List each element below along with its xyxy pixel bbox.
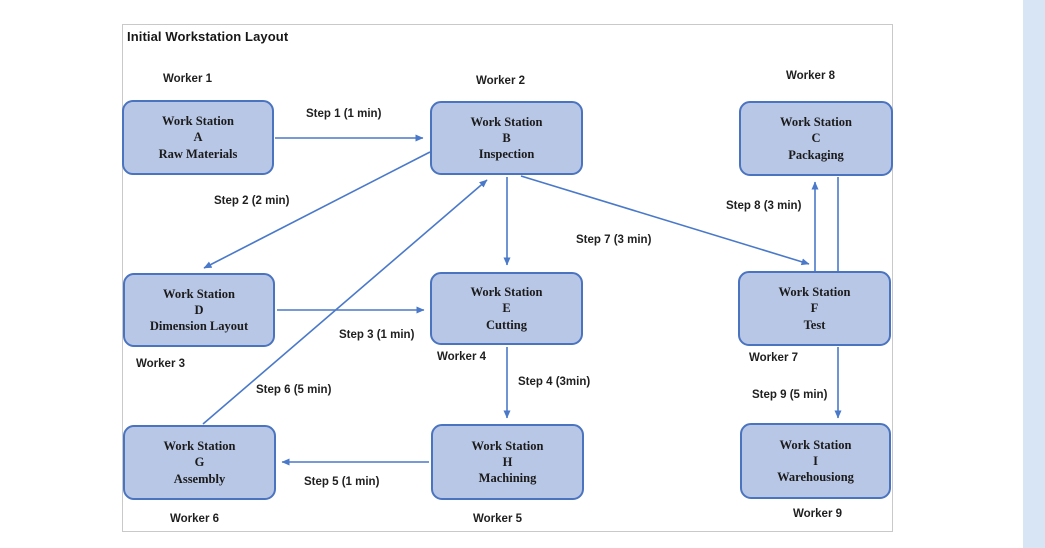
worker-3-label: Worker 3	[136, 358, 186, 370]
worker-8-label: Worker 8	[786, 70, 836, 82]
station-e-box: Work Station E Cutting	[430, 272, 583, 345]
station-b-line3: Inspection	[478, 147, 535, 162]
station-g-line1: Work Station	[163, 439, 236, 454]
worker-1-label: Worker 1	[163, 73, 213, 85]
step-2-label: Step 2 (2 min)	[214, 195, 290, 207]
station-c-line1: Work Station	[780, 115, 852, 130]
station-e-line3: Cutting	[486, 317, 527, 332]
station-g-box: Work Station G Assembly	[123, 425, 276, 500]
worker-4-label: Worker 4	[437, 351, 487, 363]
step-1-label: Step 1 (1 min)	[306, 108, 382, 120]
diagram-title: Initial Workstation Layout	[127, 29, 289, 44]
station-d-box: Work Station D Dimension Layout	[123, 273, 275, 347]
station-e-line1: Work Station	[470, 285, 543, 300]
arrow-step6-g-to-b	[202, 179, 488, 425]
station-c-line3: Packaging	[788, 147, 844, 162]
station-c-line2: C	[811, 131, 821, 146]
station-a-line1: Work Station	[162, 114, 234, 129]
station-h-box: Work Station H Machining	[431, 424, 584, 500]
step-5-label: Step 5 (1 min)	[304, 476, 380, 488]
station-d-line2: D	[194, 302, 204, 317]
step-3-label: Step 3 (1 min)	[339, 329, 415, 341]
station-f-box: Work Station F Test	[738, 271, 891, 346]
station-h-line2: H	[502, 454, 513, 469]
station-f-line2: F	[810, 301, 819, 316]
worker-7-label: Worker 7	[749, 352, 799, 364]
station-g-line2: G	[194, 455, 205, 470]
worker-2-label: Worker 2	[476, 75, 526, 87]
worker-6-label: Worker 6	[170, 513, 220, 525]
station-e-line2: E	[502, 301, 511, 316]
station-a-line3: Raw Materials	[158, 146, 238, 161]
station-c-box: Work Station C Packaging	[739, 101, 893, 176]
station-i-line1: Work Station	[779, 437, 852, 452]
station-i-line3: Warehousiong	[777, 470, 854, 485]
arrow-step7-b-to-f	[520, 175, 810, 266]
station-g-line3: Assembly	[173, 471, 226, 486]
station-f-line1: Work Station	[778, 285, 851, 300]
worker-5-label: Worker 5	[473, 513, 523, 525]
right-side-strip	[1023, 0, 1045, 548]
station-i-box: Work Station I Warehousiong	[740, 423, 891, 499]
worker-9-label: Worker 9	[793, 508, 843, 520]
station-h-line1: Work Station	[471, 438, 544, 453]
station-a-box: Work Station A Raw Materials	[122, 100, 274, 175]
station-b-line2: B	[502, 130, 511, 145]
step-9-label: Step 9 (5 min)	[752, 389, 828, 401]
step-6-label: Step 6 (5 min)	[256, 384, 332, 396]
station-h-line3: Machining	[478, 471, 537, 486]
arrow-step2-b-to-d	[203, 151, 431, 269]
station-f-line3: Test	[803, 317, 826, 332]
step-4-label: Step 4 (3min)	[518, 376, 591, 388]
station-a-line2: A	[193, 130, 203, 145]
station-i-line2: I	[813, 453, 818, 468]
step-8-label: Step 8 (3 min)	[726, 200, 802, 212]
station-d-line3: Dimension Layout	[149, 319, 249, 334]
station-b-line1: Work Station	[470, 114, 543, 129]
step-7-label: Step 7 (3 min)	[576, 234, 652, 246]
station-b-box: Work Station B Inspection	[430, 101, 583, 175]
station-d-line1: Work Station	[163, 286, 235, 301]
